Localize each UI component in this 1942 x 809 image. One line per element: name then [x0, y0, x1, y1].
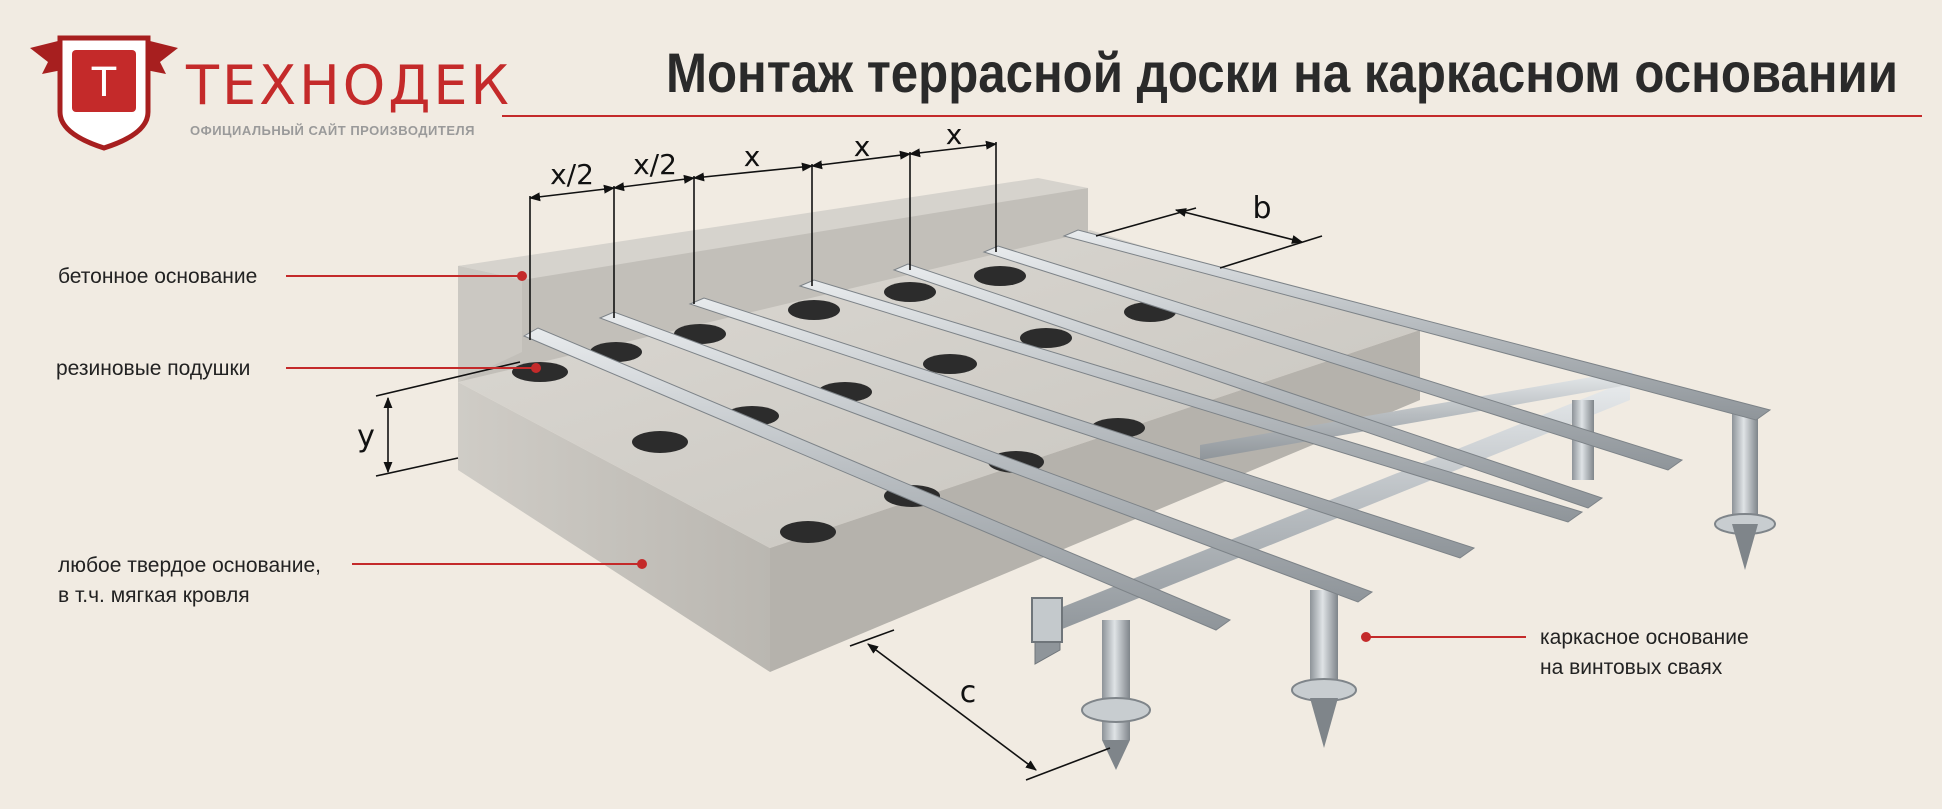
- callout-dot-base: [637, 559, 647, 569]
- dimension-spacing: [528, 140, 998, 340]
- dim-x-2: x: [854, 130, 871, 163]
- callout-dot-concrete: [517, 271, 527, 281]
- dim-c: c: [960, 675, 977, 710]
- dim-x-3: x: [946, 118, 963, 151]
- logo-name: ТЕХНОДЕК: [185, 54, 512, 117]
- callout-dot-pads: [531, 363, 541, 373]
- label-pads: резиновые подушки: [56, 357, 250, 380]
- dimension-c: [849, 629, 1111, 781]
- dim-b: b: [1252, 191, 1271, 226]
- label-base-line1: любое твердое основание,: [58, 554, 321, 577]
- aluminium-joists: [522, 229, 1772, 631]
- label-frame-line1: каркасное основание: [1540, 626, 1749, 649]
- dim-x-half-1: x/2: [550, 158, 594, 191]
- dim-y: y: [357, 419, 375, 454]
- label-frame-line2: на винтовых сваях: [1540, 656, 1723, 679]
- logo-initial: Т: [91, 60, 117, 106]
- beam-end-profile: [1031, 597, 1063, 643]
- screw-pile: [1714, 410, 1776, 570]
- dimension-b: [1095, 207, 1323, 269]
- screw-pile: [1291, 590, 1357, 748]
- label-base-line2: в т.ч. мягкая кровля: [58, 584, 250, 607]
- page-title: Монтаж террасной доски на каркасном осно…: [666, 41, 1898, 104]
- callout-dot-frame: [1361, 632, 1371, 642]
- logo-tagline: ОФИЦИАЛЬНЫЙ САЙТ ПРОИЗВОДИТЕЛЯ: [190, 123, 475, 138]
- dim-x-1: x: [744, 140, 761, 173]
- label-concrete: бетонное основание: [58, 265, 257, 288]
- logo-badge: [72, 50, 136, 112]
- screw-pile: [1081, 620, 1151, 770]
- logo[interactable]: Т ТЕХНОДЕК ОФИЦИАЛЬНЫЙ САЙТ ПРОИЗВОДИТЕЛ…: [30, 35, 512, 151]
- dim-x-half-2: x/2: [633, 148, 677, 181]
